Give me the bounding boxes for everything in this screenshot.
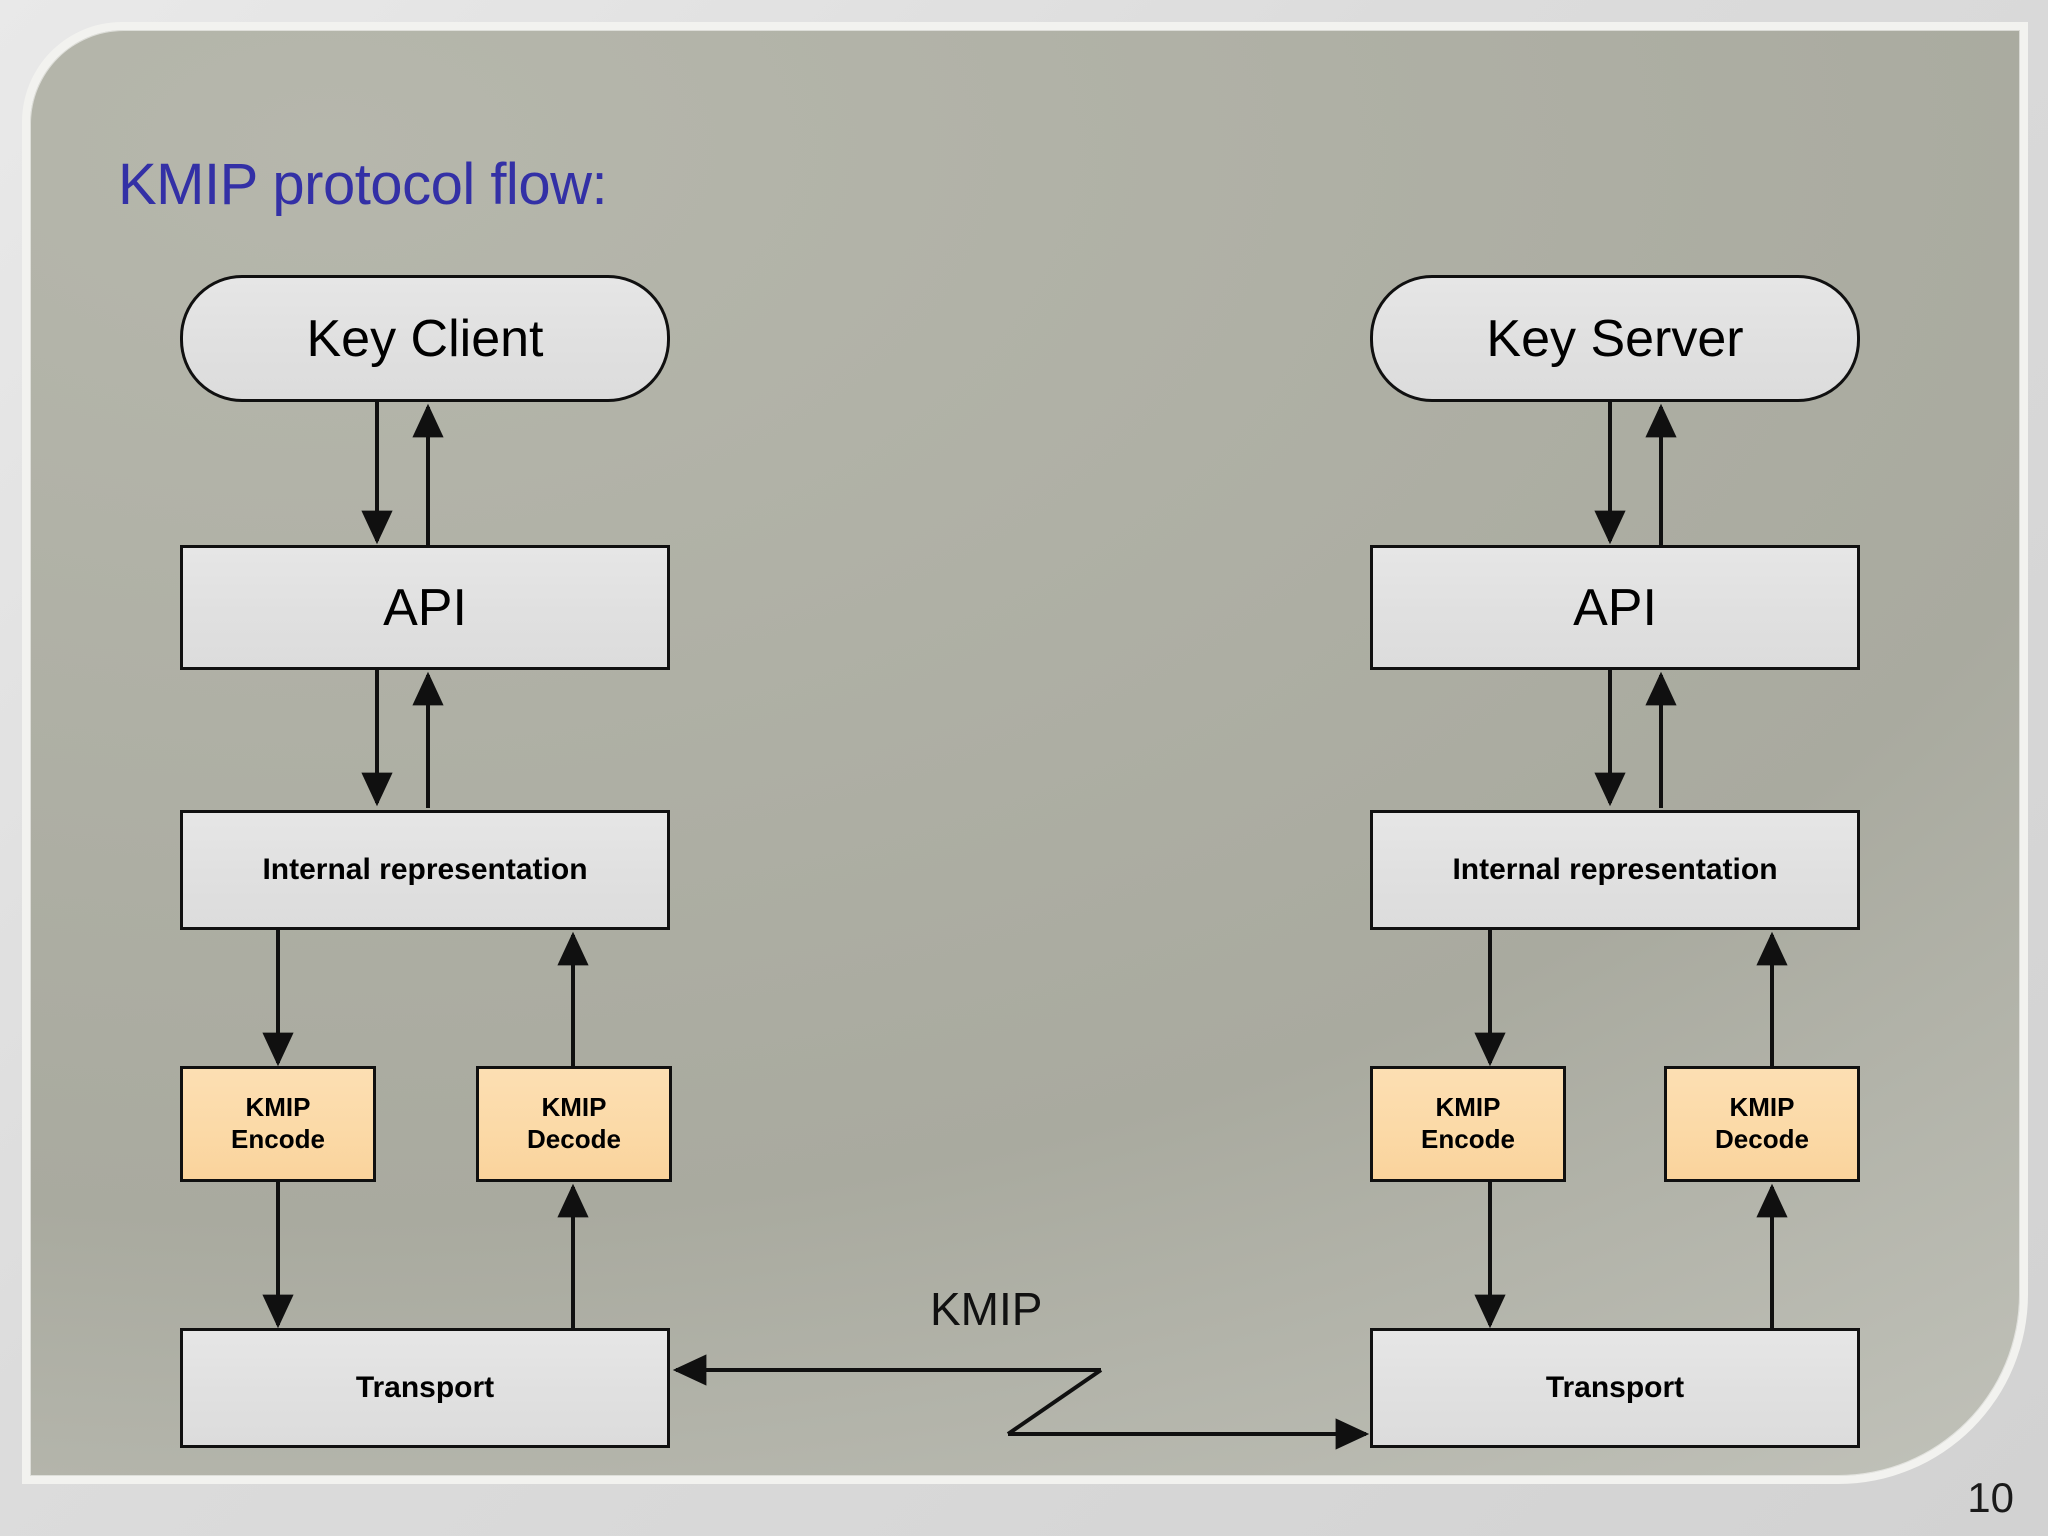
node-server-kmip-encode-line1: KMIP [1435, 1092, 1501, 1123]
node-server-transport[interactable]: Transport [1370, 1328, 1860, 1448]
node-server-api[interactable]: API [1370, 545, 1860, 670]
node-client-transport[interactable]: Transport [180, 1328, 670, 1448]
node-server-kmip-decode-line2: Decode [1715, 1124, 1809, 1154]
slide-content-panel [30, 30, 2020, 1476]
page-title: KMIP protocol flow: [118, 152, 608, 217]
node-client-api[interactable]: API [180, 545, 670, 670]
node-client-internal-representation-label: Internal representation [262, 853, 588, 886]
node-client-transport-label: Transport [355, 1371, 495, 1404]
node-client-api-label: API [383, 578, 467, 637]
node-server-api-label: API [1573, 578, 1657, 637]
node-client-kmip-decode[interactable]: KMIP Decode [476, 1066, 672, 1182]
node-server-kmip-encode-line2: Encode [1421, 1124, 1515, 1154]
node-server-kmip-encode[interactable]: KMIP Encode [1370, 1066, 1566, 1182]
node-key-client[interactable]: Key Client [180, 275, 670, 402]
node-server-internal-representation[interactable]: Internal representation [1370, 810, 1860, 930]
node-client-kmip-encode[interactable]: KMIP Encode [180, 1066, 376, 1182]
node-client-kmip-encode-line2: Encode [231, 1124, 325, 1154]
kmip-link-zigzag [1006, 1368, 1103, 1436]
node-client-internal-representation[interactable]: Internal representation [180, 810, 670, 930]
node-key-server[interactable]: Key Server [1370, 275, 1860, 402]
node-server-kmip-decode-line1: KMIP [1729, 1092, 1795, 1123]
node-client-kmip-decode-line2: Decode [527, 1124, 621, 1154]
node-client-kmip-encode-line1: KMIP [245, 1092, 311, 1123]
node-server-internal-representation-label: Internal representation [1452, 853, 1778, 886]
node-server-transport-label: Transport [1545, 1371, 1685, 1404]
kmip-link-label: KMIP [930, 1283, 1043, 1335]
node-server-kmip-decode[interactable]: KMIP Decode [1664, 1066, 1860, 1182]
node-key-client-label: Key Client [306, 309, 544, 368]
node-client-kmip-decode-line1: KMIP [541, 1092, 607, 1123]
page-number: 10 [1967, 1474, 2014, 1521]
node-key-server-label: Key Server [1486, 309, 1744, 368]
